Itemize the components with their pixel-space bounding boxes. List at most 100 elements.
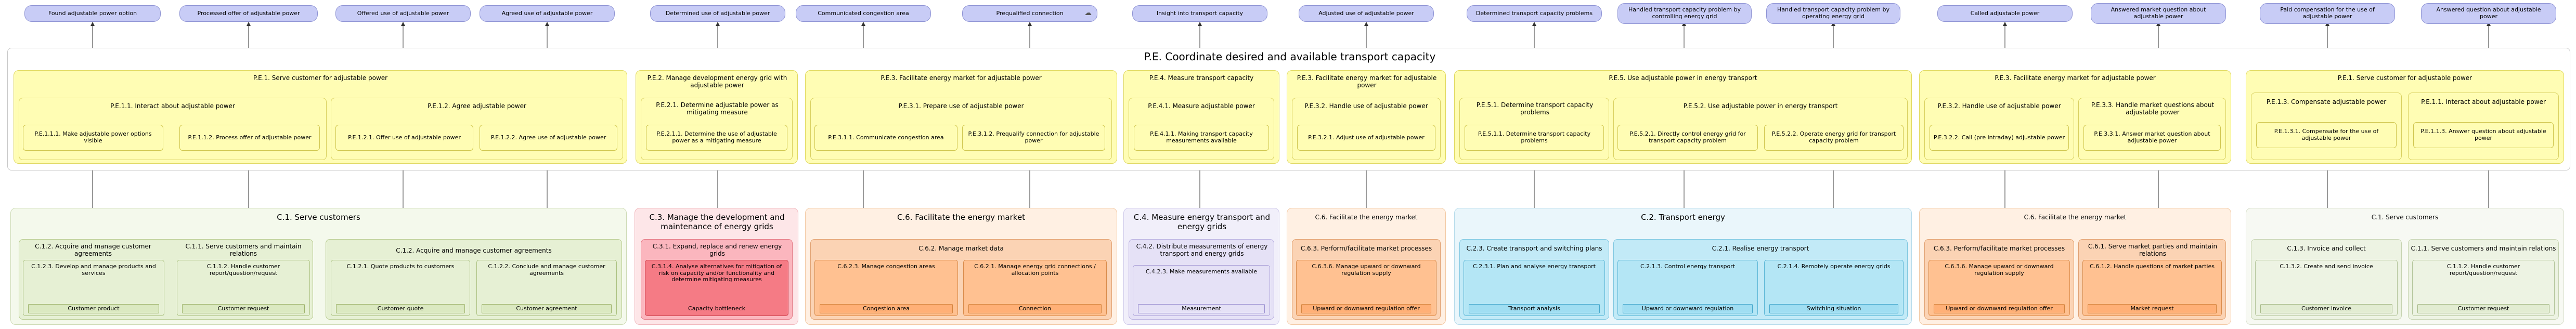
c-leaf-label: C.6.2.3. Manage congestion areas: [837, 263, 935, 270]
pe-sub-title: P.E.3.1. Prepare use of adjustable power: [898, 102, 1024, 110]
c-leaf-label: C.6.3.6. Manage upward or downward regul…: [1312, 263, 1421, 277]
c-box-title: C.1.1. Serve customers and maintain rela…: [2411, 244, 2556, 252]
c-leaf-label: C.6.1.2. Handle questions of market part…: [2090, 263, 2215, 270]
c-leaf-label: C.1.1.2. Handle customer report/question…: [206, 263, 280, 277]
c-leaf[interactable]: C.3.1.4. Analyse alternatives for mitiga…: [645, 260, 788, 316]
pe-leaf[interactable]: P.E.3.1.1. Communicate congestion area: [814, 125, 957, 151]
pe-band-title: P.E.4. Measure transport capacity: [1149, 74, 1254, 82]
business-object: Connection: [968, 304, 1102, 313]
business-object: Customer quote: [336, 304, 465, 313]
pe-leaf[interactable]: P.E.3.2.1. Adjust use of adjustable powe…: [1297, 125, 1435, 151]
cloud-icon: ☁: [1084, 9, 1092, 17]
c-leaf[interactable]: C.1.2.3. Develop and manage products and…: [23, 260, 164, 316]
pe-leaf[interactable]: P.E.1.1.1. Make adjustable power options…: [23, 125, 163, 151]
c-box-title: C.2.3. Create transport and switching pl…: [1466, 244, 1602, 252]
c-leaf-label: C.1.2.3. Develop and manage products and…: [31, 263, 156, 277]
c-box-title: C.1.1. Serve customers and maintain rela…: [185, 242, 302, 257]
pe-band-title: P.E.1. Serve customer for adjustable pow…: [253, 74, 388, 82]
c-band-title: C.6. Facilitate the energy market: [2024, 213, 2127, 221]
capability-pill[interactable]: Processed offer of adjustable power: [179, 5, 318, 22]
c-band-title: C.2. Transport energy: [1641, 213, 1725, 222]
pe-leaf[interactable]: P.E.1.2.1. Offer use of adjustable power: [335, 125, 473, 151]
pe-leaf[interactable]: P.E.1.1.2. Process offer of adjustable p…: [179, 125, 320, 151]
pe-band-title: P.E.3. Facilitate energy market for adju…: [1995, 74, 2156, 82]
c-band-title: C.6. Facilitate the energy market: [1315, 213, 1418, 221]
pe-sub-title: P.E.5.2. Use adjustable power in energy …: [1683, 102, 1838, 110]
c-band-title: C.6. Facilitate the energy market: [897, 213, 1026, 222]
c-leaf-label: C.2.1.4. Remotely operate energy grids: [1777, 263, 1891, 270]
pe-sub-title: P.E.3.2. Handle use of adjustable power: [1304, 102, 1428, 110]
business-object: Congestion area: [820, 304, 953, 313]
c-leaf-label: C.1.3.2. Create and send invoice: [2280, 263, 2373, 270]
pe-leaf[interactable]: P.E.3.2.2. Call (pre intraday) adjustabl…: [1930, 125, 2069, 151]
c-leaf-label: C.1.2.1. Quote products to customers: [346, 263, 455, 270]
business-object: Customer agreement: [482, 304, 612, 313]
pe-leaf[interactable]: P.E.1.2.2. Agree use of adjustable power: [480, 125, 617, 151]
capability-pill[interactable]: Agreed use of adjustable power: [480, 5, 615, 22]
c-leaf-label: C.1.2.2. Conclude and manage customer ag…: [488, 263, 605, 277]
pe-leaf[interactable]: P.E.5.2.1. Directly control energy grid …: [1617, 125, 1758, 151]
capability-label: Prequalified connection: [996, 9, 1064, 17]
pe-leaf[interactable]: P.E.4.1.1. Making transport capacity mea…: [1134, 125, 1269, 151]
capability-pill[interactable]: Paid compensation for the use of adjusta…: [2260, 3, 2395, 24]
business-object: Measurement: [1138, 304, 1265, 313]
pe-band-title: P.E.2. Manage development energy grid wi…: [647, 74, 787, 89]
c-box-title: C.2.1. Realise energy transport: [1712, 244, 1809, 252]
capability-pill[interactable]: Answered market question about adjustabl…: [2091, 3, 2226, 24]
c-leaf-label: C.3.1.4. Analyse alternatives for mitiga…: [651, 263, 782, 283]
pe-band-title: P.E.5. Use adjustable power in energy tr…: [1609, 74, 1757, 82]
business-object: Market request: [2088, 304, 2217, 313]
capability-pill[interactable]: Adjusted use of adjustable power: [1299, 5, 1434, 22]
pe-title: P.E. Coordinate desired and available tr…: [1144, 50, 1436, 63]
pe-band-title: P.E.3. Facilitate energy market for adju…: [881, 74, 1042, 82]
pe-band-title: P.E.3. Facilitate energy market for adju…: [1297, 74, 1437, 89]
c-box-title: C.1.3. Invoice and collect: [2287, 244, 2366, 252]
c-box-title: C.6.2. Manage market data: [918, 244, 1004, 252]
c-box-title: C.1.2. Acquire and manage customer agree…: [35, 242, 151, 257]
pe-sub-title: P.E.5.1. Determine transport capacity pr…: [1476, 101, 1594, 116]
c-leaf-label: C.2.3.1. Plan and analyse energy transpo…: [1473, 263, 1596, 270]
c-box-title: C.3.1. Expand, replace and renew energy …: [652, 242, 782, 257]
c-band-title: C.3. Manage the development and maintena…: [649, 213, 785, 231]
c-leaf-label: C.6.2.1. Manage energy grid connections …: [974, 263, 1096, 277]
business-object: Customer product: [28, 304, 159, 313]
business-object: Upward or downward regulation offer: [1301, 304, 1431, 313]
business-object: Customer invoice: [2260, 304, 2392, 313]
pe-leaf[interactable]: P.E.3.3.1. Answer market question about …: [2083, 125, 2221, 151]
capability-pill[interactable]: Insight into transport capacity: [1132, 5, 1267, 22]
c-leaf-label: C.4.2.3. Make measurements available: [1145, 268, 1258, 275]
pe-sub-title: P.E.1.2. Agree adjustable power: [428, 102, 526, 110]
pe-leaf[interactable]: P.E.1.1.3. Answer question about adjusta…: [2413, 122, 2554, 148]
pe-sub-title: P.E.1.1. Interact about adjustable power: [110, 102, 235, 110]
pe-leaf[interactable]: P.E.3.1.2. Prequalify connection for adj…: [962, 125, 1105, 151]
capability-pill[interactable]: Answered question about adjustable power: [2421, 3, 2556, 24]
business-object: Capacity bottleneck: [688, 305, 745, 312]
c-box-title: C.6.3. Perform/facilitate market process…: [1300, 244, 1432, 252]
business-object: Transport analysis: [1469, 304, 1600, 313]
capability-pill[interactable]: Communicated congestion area: [796, 5, 931, 22]
c-band-title: C.4. Measure energy transport and energy…: [1133, 213, 1271, 231]
pe-leaf[interactable]: P.E.2.1.1. Determine the use of adjustab…: [646, 125, 787, 151]
c-band-title: C.1. Serve customers: [277, 213, 360, 222]
capability-pill[interactable]: Handled transport capacity problem by op…: [1766, 3, 1900, 24]
capability-pill[interactable]: Offered use of adjustable power: [335, 5, 471, 22]
pe-leaf[interactable]: P.E.5.1.1. Determine transport capacity …: [1465, 125, 1604, 151]
c-box-title: C.6.3. Perform/facilitate market process…: [1933, 244, 2065, 252]
capability-pill[interactable]: Handled transport capacity problem by co…: [1617, 3, 1752, 24]
capability-pill[interactable]: Prequalified connection ☁: [962, 5, 1097, 22]
c-box-title: C.4.2. Distribute measurements of energy…: [1136, 242, 1268, 257]
capability-pill[interactable]: Determined use of adjustable power: [650, 5, 785, 22]
pe-leaf[interactable]: P.E.5.2.2. Operate energy grid for trans…: [1764, 125, 1904, 151]
c-leaf-label: C.2.1.3. Control energy transport: [1640, 263, 1736, 270]
capability-pill[interactable]: Found adjustable power option: [24, 5, 161, 22]
capability-pill[interactable]: Called adjustable power: [1937, 5, 2073, 22]
c-leaf-label: C.6.3.6. Manage upward or downward regul…: [1945, 263, 2054, 277]
c-box-title: C.6.1. Serve market parties and maintain…: [2088, 242, 2218, 257]
business-object: Upward or downward regulation offer: [1934, 304, 2065, 313]
capability-pill[interactable]: Determined transport capacity problems: [1467, 5, 1602, 22]
pe-sub-title: P.E.2.1. Determine adjustable power as m…: [656, 101, 779, 116]
pe-sub-title: P.E.3.3. Handle market questions about a…: [2091, 101, 2215, 116]
business-object: Customer request: [182, 304, 305, 313]
pe-band-title: P.E.1. Serve customer for adjustable pow…: [2337, 74, 2473, 82]
pe-leaf[interactable]: P.E.1.3.1. Compensate for the use of adj…: [2256, 122, 2397, 148]
